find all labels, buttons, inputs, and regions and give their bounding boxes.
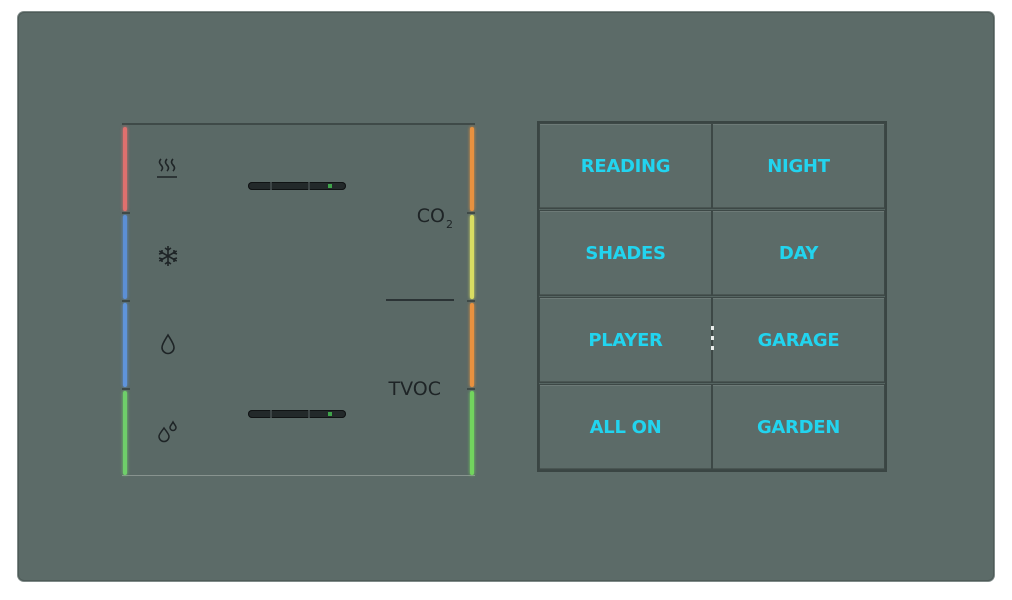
- separator: [122, 212, 130, 214]
- key-night[interactable]: NIGHT: [712, 123, 885, 209]
- divider: [386, 299, 454, 301]
- sensor-module: CO2 TVOC: [122, 123, 475, 476]
- key-label: SHADES: [585, 242, 666, 264]
- led-tvoc-1: [470, 303, 474, 387]
- scene-keypad: READING NIGHT SHADES DAY PLAYER GARAGE A…: [537, 121, 887, 472]
- led-heat: [123, 127, 127, 211]
- heat-icon[interactable]: [155, 155, 181, 181]
- co2-display-slot: [248, 182, 346, 190]
- key-garden[interactable]: GARDEN: [712, 384, 885, 470]
- key-day[interactable]: DAY: [712, 210, 885, 296]
- key-player[interactable]: PLAYER: [539, 297, 712, 383]
- key-label: DAY: [778, 242, 819, 264]
- key-all-on[interactable]: ALL ON: [539, 384, 712, 470]
- key-label: ALL ON: [589, 416, 662, 438]
- snowflake-icon[interactable]: [155, 243, 181, 269]
- led-humidity: [123, 303, 127, 387]
- key-label: GARAGE: [757, 329, 840, 351]
- led-co2-2: [470, 215, 474, 299]
- led-dehumidify: [123, 391, 127, 475]
- tvoc-display-slot: [248, 410, 346, 418]
- indicator-pin: [711, 326, 714, 330]
- led-tvoc-2: [470, 391, 474, 475]
- separator: [467, 300, 475, 302]
- indicator-pin: [711, 346, 714, 350]
- key-reading[interactable]: READING: [539, 123, 712, 209]
- key-label: GARDEN: [756, 416, 841, 438]
- key-shades[interactable]: SHADES: [539, 210, 712, 296]
- separator: [467, 212, 475, 214]
- separator: [122, 388, 130, 390]
- co2-label: CO2: [416, 205, 453, 231]
- led-cool: [123, 215, 127, 299]
- separator: [122, 300, 130, 302]
- separator: [467, 388, 475, 390]
- tvoc-label: TVOC: [388, 378, 442, 400]
- key-label: PLAYER: [588, 329, 663, 351]
- key-garage[interactable]: GARAGE: [712, 297, 885, 383]
- led-co2-1: [470, 127, 474, 211]
- humidity-icon[interactable]: [155, 419, 181, 445]
- water-drop-icon[interactable]: [155, 331, 181, 357]
- indicator-pin: [711, 336, 714, 340]
- key-label: READING: [580, 155, 671, 177]
- key-label: NIGHT: [767, 155, 830, 177]
